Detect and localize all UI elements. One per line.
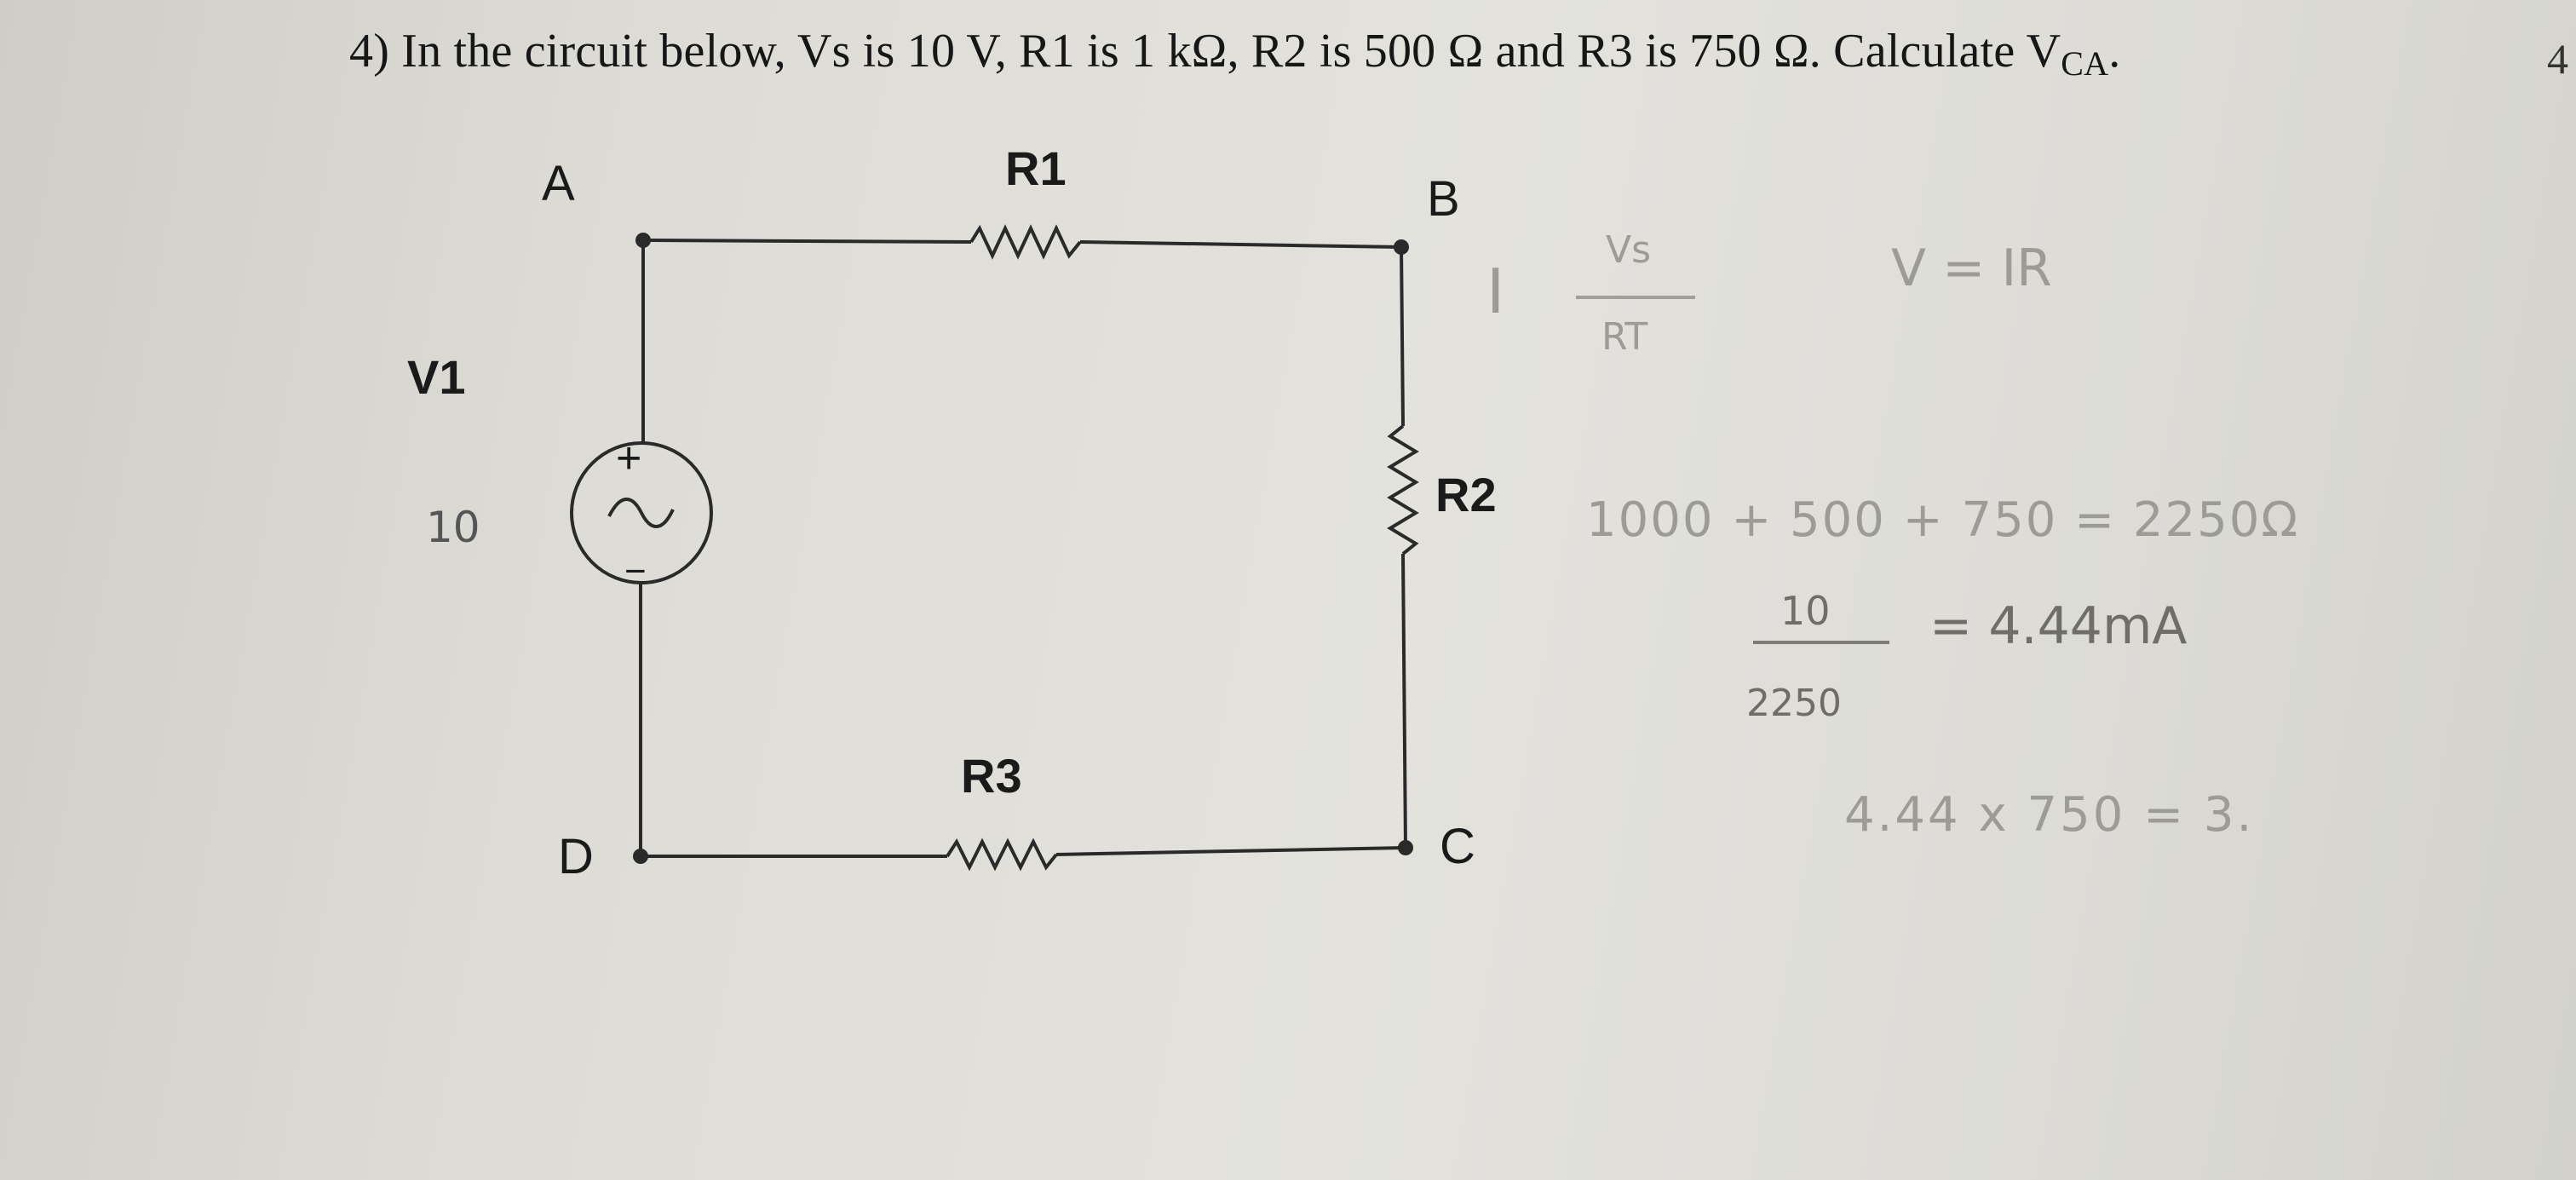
handwritten-fraction-denominator: RT bbox=[1601, 315, 1648, 359]
part-label-v1: V1 bbox=[407, 350, 466, 404]
wire-a-r1 bbox=[642, 239, 972, 244]
ac-wave-icon bbox=[607, 498, 675, 528]
wire-r1-b bbox=[1079, 240, 1402, 249]
handwritten-total-resistance: 1000 + 500 + 750 = 2250Ω bbox=[1586, 492, 2300, 548]
handwritten-current-denominator: 2250 bbox=[1746, 682, 1842, 725]
wire-c-r3 bbox=[1055, 846, 1406, 856]
handwritten-source-value: 10 bbox=[426, 503, 480, 552]
node-dot-a bbox=[635, 233, 651, 248]
node-label-a: A bbox=[542, 156, 575, 211]
voltage-source-v1 bbox=[570, 441, 713, 584]
source-plus-sign: + bbox=[616, 434, 642, 483]
node-label-b: B bbox=[1427, 171, 1460, 227]
wire-b-r2 bbox=[1400, 246, 1405, 427]
handwritten-voltage-calc: 4.44 x 750 = 3. bbox=[1844, 787, 2255, 843]
resistor-r2 bbox=[1387, 424, 1419, 555]
question-body: 4) In the circuit below, Vs is 10 V, R1 … bbox=[349, 25, 2061, 78]
question-subscript: CA bbox=[2061, 44, 2109, 83]
part-label-r2: R2 bbox=[1435, 468, 1497, 521]
handwritten-current-fraction-bar bbox=[1753, 641, 1889, 644]
node-dot-d bbox=[633, 849, 648, 864]
part-label-r3: R3 bbox=[961, 749, 1022, 803]
resistor-r3 bbox=[946, 838, 1058, 872]
handwritten-current-symbol: I bbox=[1486, 256, 1505, 327]
source-minus-sign: − bbox=[624, 550, 647, 592]
resistor-r1 bbox=[969, 224, 1082, 260]
handwritten-current-numerator: 10 bbox=[1780, 588, 1831, 634]
wire-r2-c bbox=[1401, 553, 1407, 849]
node-dot-b bbox=[1394, 239, 1409, 255]
node-label-c: C bbox=[1440, 819, 1475, 874]
corner-mark: 4 bbox=[2547, 35, 2568, 83]
node-label-d: D bbox=[558, 829, 594, 884]
question-text: 4) In the circuit below, Vs is 10 V, R1 … bbox=[349, 24, 2120, 83]
handwritten-fraction-bar bbox=[1576, 296, 1695, 299]
part-label-r1: R1 bbox=[1005, 141, 1067, 195]
question-end: . bbox=[2108, 25, 2121, 78]
handwritten-current-result: = 4.44mA bbox=[1929, 596, 2188, 656]
handwritten-ohms-law: V = IR bbox=[1891, 239, 2052, 298]
handwritten-fraction-numerator: Vs bbox=[1606, 228, 1652, 272]
node-dot-c bbox=[1398, 840, 1413, 855]
